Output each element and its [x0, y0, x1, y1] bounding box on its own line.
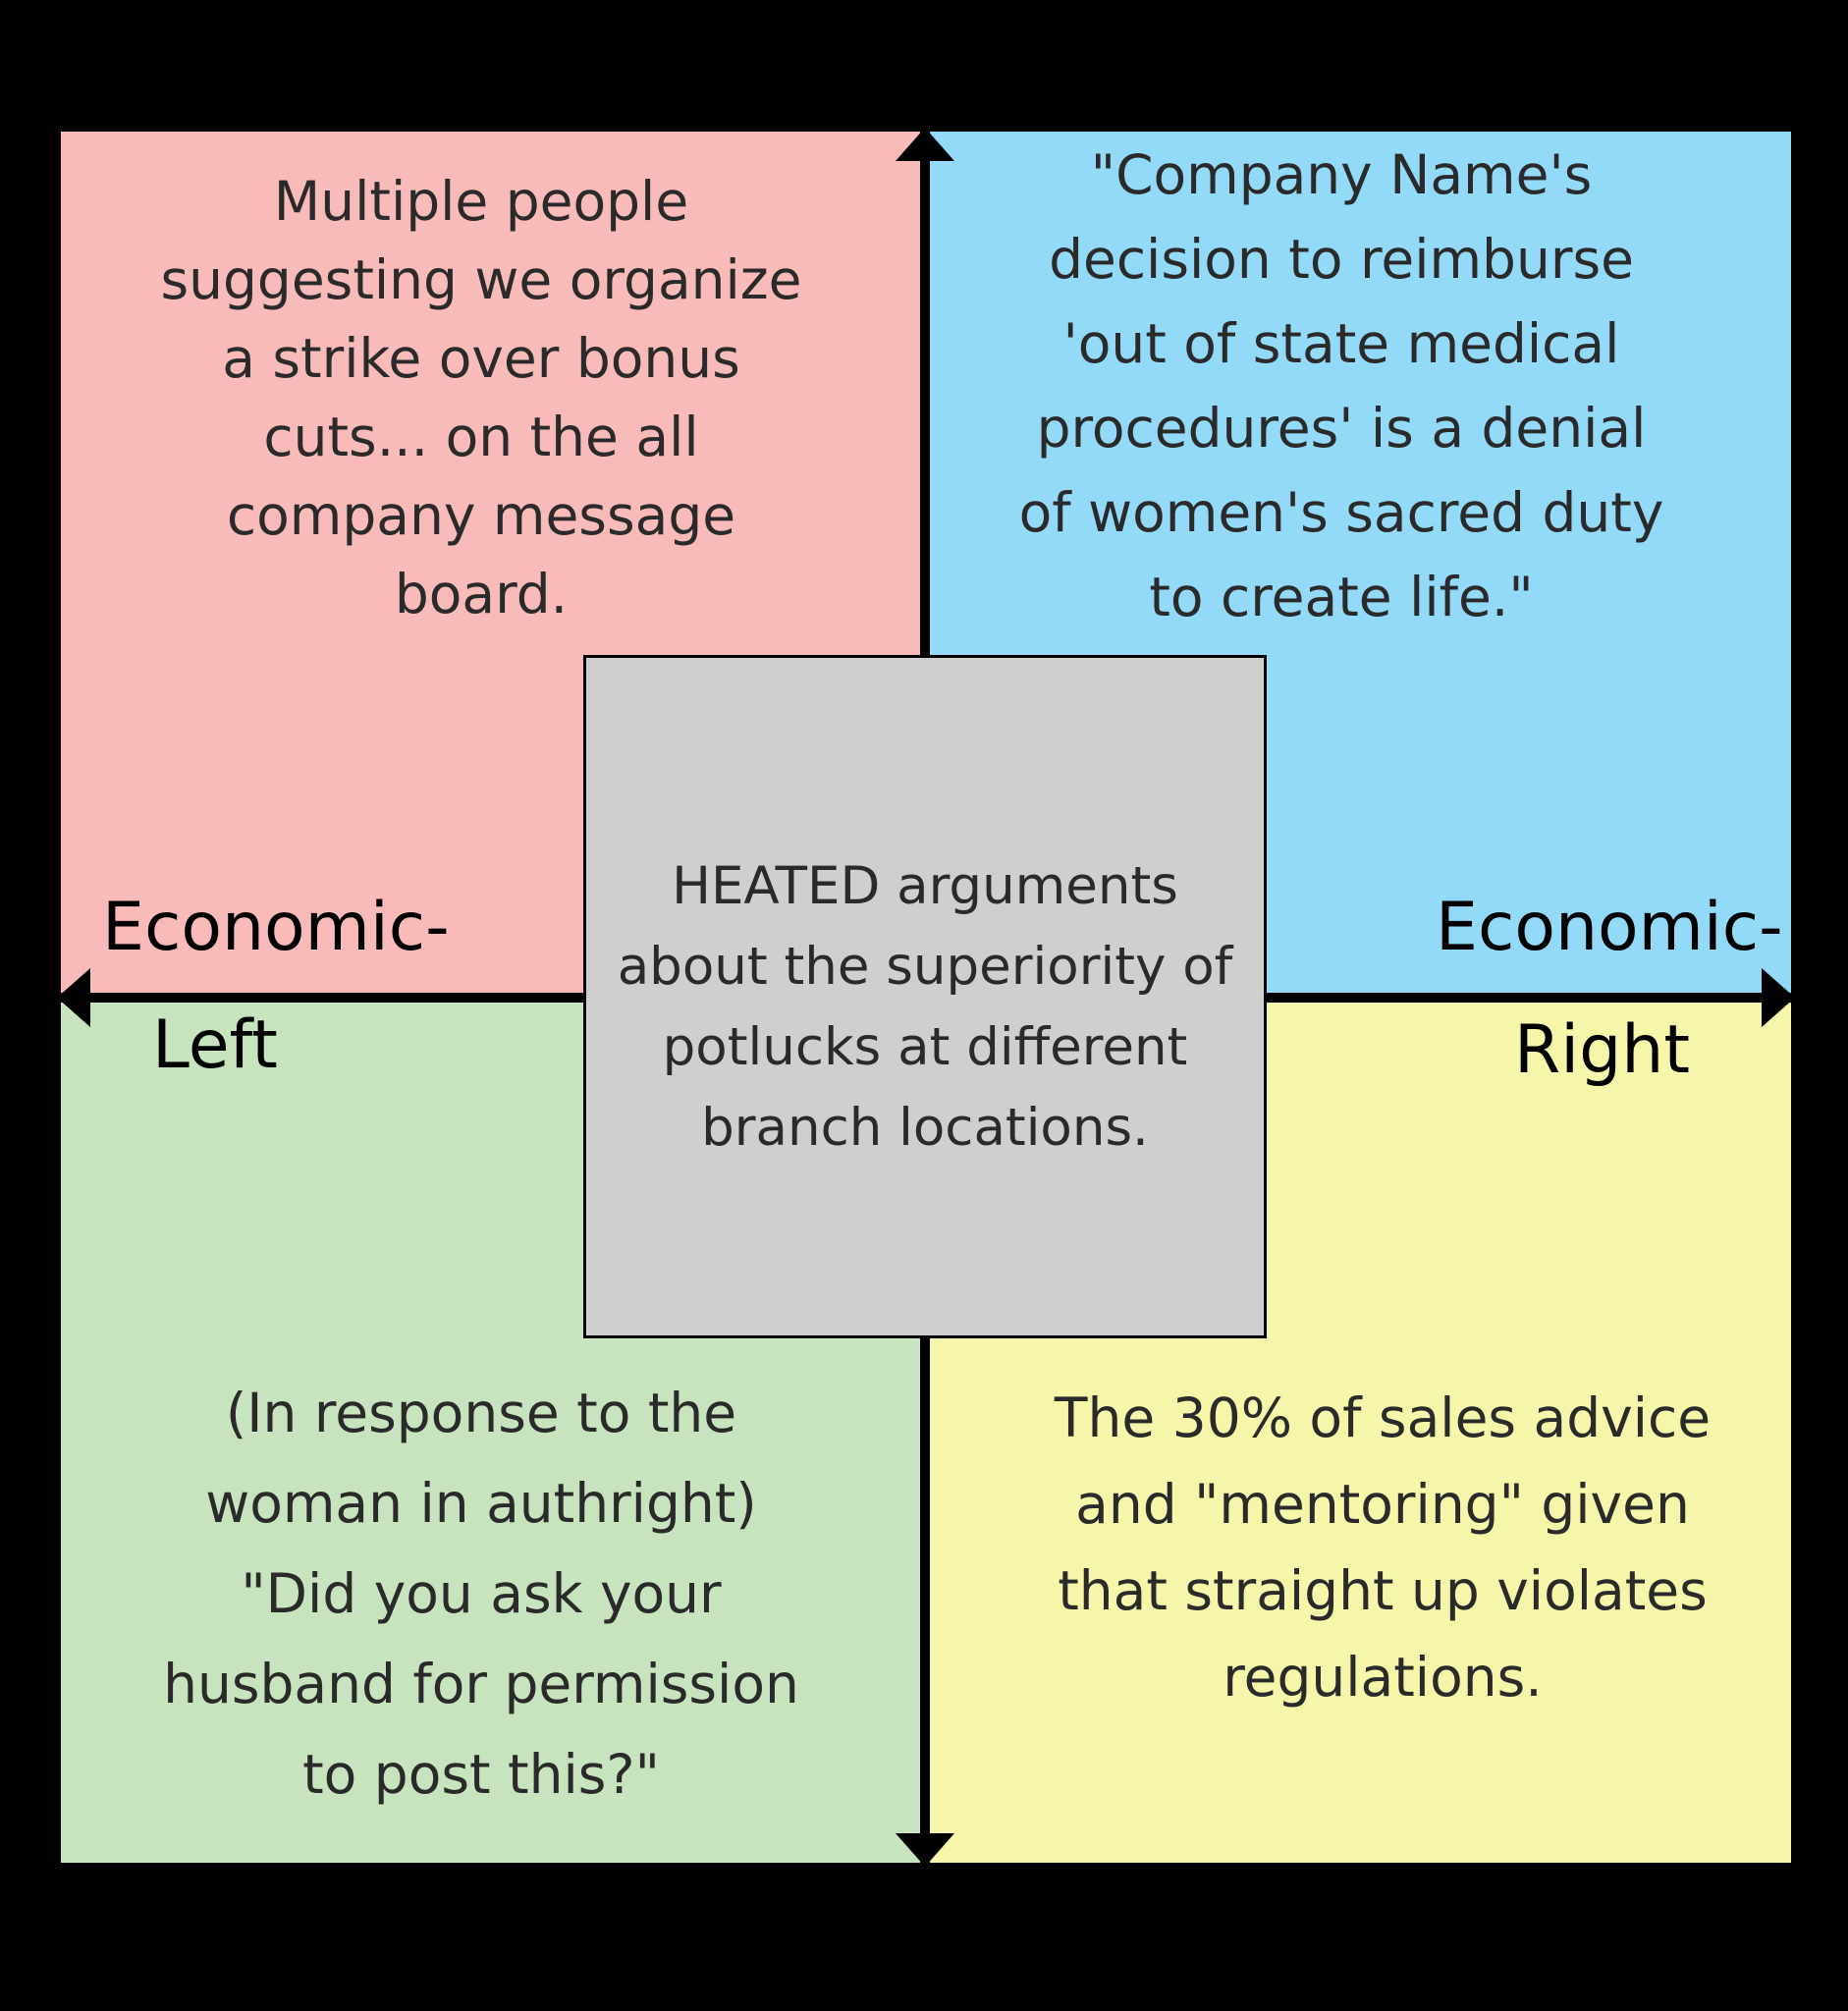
arrow-down-icon — [896, 1833, 954, 1867]
text-line: company message — [226, 484, 736, 547]
text-line: board. — [394, 563, 569, 625]
arrow-up-icon — [896, 128, 954, 161]
axis-label-right: Economic- — [1436, 889, 1783, 966]
text-line: "Did you ask your — [241, 1562, 722, 1625]
center-text: HEATED arguments about the superiority o… — [618, 846, 1233, 1169]
axis-label-left: Left — [152, 1006, 278, 1084]
top-right-text: "Company Name's decision to reimburse 'o… — [1019, 133, 1664, 639]
text-line: to post this?" — [302, 1743, 660, 1806]
text-line: regulations. — [1223, 1646, 1543, 1709]
axis-label-left: Economic- — [102, 889, 450, 966]
bottom-left-text: (In response to the woman in authright) … — [163, 1368, 799, 1820]
text-line: woman in authright) — [205, 1472, 757, 1535]
text-line: HEATED arguments — [672, 856, 1178, 916]
text-line: suggesting we organize — [160, 248, 802, 311]
text-line: husband for permission — [163, 1653, 799, 1715]
axis-label-right: Right — [1514, 1011, 1691, 1089]
text-line: cuts... on the all — [263, 406, 699, 468]
top-left-text: Multiple people suggesting we organize a… — [161, 162, 802, 633]
text-line: to create life." — [1149, 566, 1534, 628]
text-line: a strike over bonus — [222, 327, 740, 390]
text-line: procedures' is a denial — [1036, 397, 1647, 460]
arrow-left-icon — [57, 968, 90, 1027]
text-line: 'out of state medical — [1062, 312, 1620, 375]
text-line: The 30% of sales advice — [1054, 1386, 1712, 1449]
text-line: branch locations. — [701, 1098, 1149, 1158]
center-box — [583, 655, 1267, 1338]
text-line: Multiple people — [273, 170, 689, 233]
text-line: and "mentoring" given — [1075, 1473, 1690, 1536]
bottom-right-text: The 30% of sales advice and "mentoring" … — [1055, 1375, 1711, 1720]
text-line: decision to reimburse — [1049, 228, 1634, 291]
text-line: potlucks at different — [662, 1017, 1188, 1077]
text-line: that straight up violates — [1058, 1559, 1708, 1622]
text-line: about the superiority of — [617, 937, 1233, 997]
text-line: of women's sacred duty — [1018, 481, 1664, 544]
text-line: (In response to the — [225, 1382, 737, 1444]
text-line: "Company Name's — [1090, 143, 1593, 206]
arrow-right-icon — [1762, 968, 1795, 1027]
